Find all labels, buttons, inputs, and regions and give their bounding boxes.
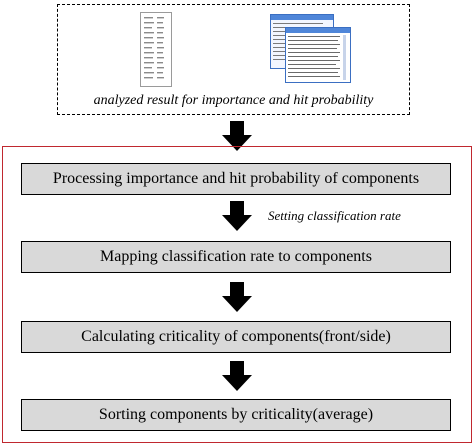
step-processing-importance: Processing importance and hit probabilit…: [21, 163, 451, 195]
step-label: Sorting components by criticality(averag…: [98, 406, 374, 423]
step-label: Mapping classification rate to component…: [100, 248, 372, 265]
step-sorting-components: Sorting components by criticality(averag…: [21, 399, 451, 431]
down-arrow-icon: [222, 282, 252, 312]
input-caption: analyzed result for importance and hit p…: [93, 93, 374, 108]
importance-table-thumbnail: [140, 12, 172, 87]
down-arrow-icon: [222, 201, 252, 231]
down-arrow-icon: [222, 361, 252, 391]
step-label: Processing importance and hit probabilit…: [52, 170, 420, 187]
step-calculating-criticality: Calculating criticality of components(fr…: [21, 321, 451, 353]
step-label: Calculating criticality of components(fr…: [81, 328, 391, 345]
step-mapping-classification: Mapping classification rate to component…: [21, 241, 451, 273]
down-arrow-icon: [222, 121, 252, 151]
result-window-thumbnail-front: [285, 27, 351, 83]
side-note: Setting classification rate: [268, 208, 401, 223]
process-flow-frame: [2, 146, 472, 443]
analysis-input-box: analyzed result for importance and hit p…: [57, 4, 410, 115]
window-titlebar: [271, 15, 333, 20]
window-titlebar: [286, 28, 350, 33]
